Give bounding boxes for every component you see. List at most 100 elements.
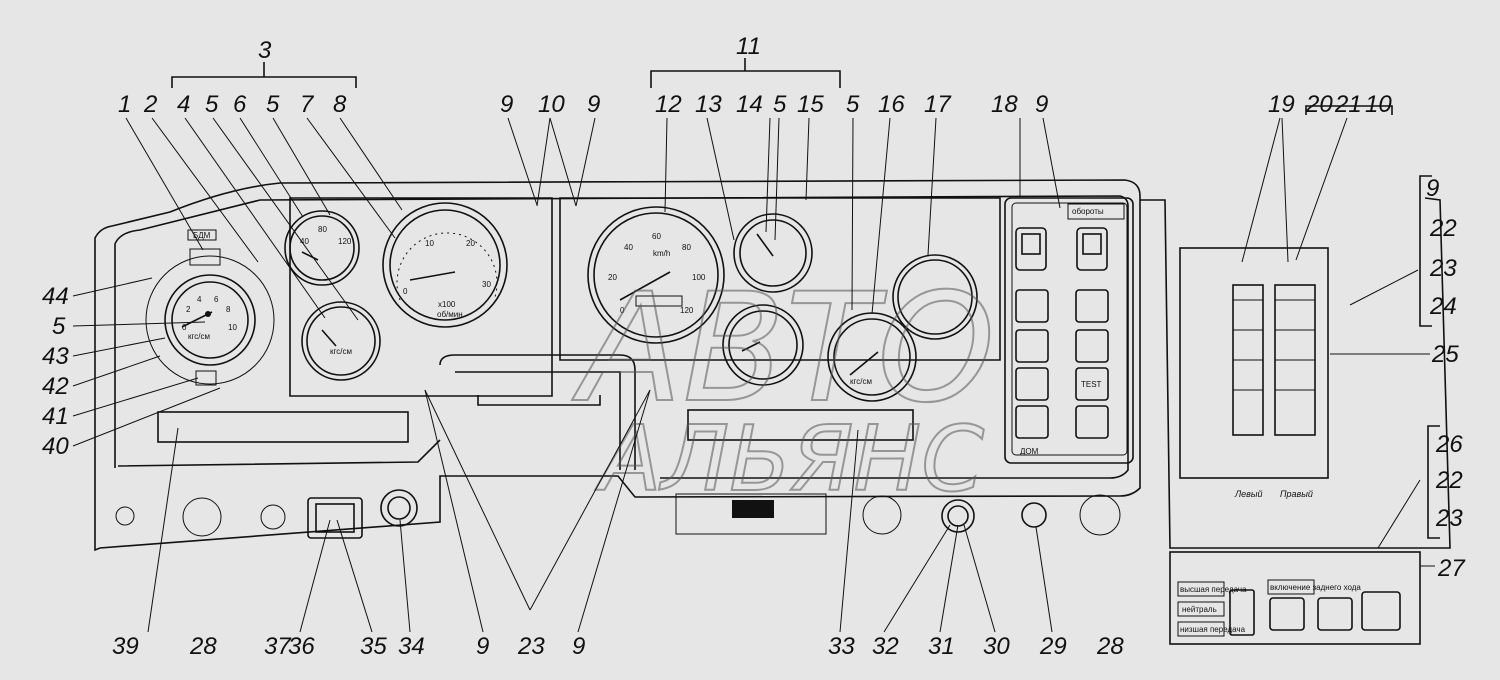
panel-outline	[94, 179, 1451, 645]
speed-tick-0: 0	[620, 306, 625, 315]
callout-bottom-9a: 9	[476, 633, 489, 660]
callout-right-9: 9	[1426, 175, 1439, 202]
fuse-blocks: Левый Правый	[1232, 284, 1316, 499]
callout-right-27: 27	[1437, 555, 1466, 582]
callout-bottom-33: 33	[828, 633, 855, 660]
callouts-bottom: 39 28 37 36 35 34 9 23 9 33 32 31 30 29 …	[112, 633, 1124, 660]
press-tick-8: 8	[226, 305, 231, 314]
speed-tick-40: 40	[624, 243, 633, 252]
callout-bottom-30: 30	[983, 633, 1010, 660]
main-pressure-gauge: кгс/см 0 2 4 6 8 10 БДМ	[145, 229, 275, 386]
callout-top-1: 1	[118, 91, 131, 118]
callout-top-5a: 5	[205, 91, 219, 118]
callout-top-9b: 9	[587, 91, 600, 118]
tacho-unit-bottom: об/мин	[437, 310, 463, 319]
callout-top-5b: 5	[266, 91, 280, 118]
callout-right-24: 24	[1429, 293, 1457, 320]
callout-top-14: 14	[736, 91, 763, 118]
gear-high-label: высшая передача	[1180, 585, 1247, 594]
callout-left-44: 44	[42, 283, 69, 310]
dom-panel-buttons: TEST обороты ДОМ	[1015, 203, 1125, 456]
callout-left-43: 43	[42, 343, 69, 370]
callout-left-5: 5	[52, 313, 66, 340]
press-tick-4: 4	[197, 295, 202, 304]
press-tick-2: 2	[186, 305, 191, 314]
speedometer: km/h 0 20 40 60 80 100 120	[587, 206, 725, 344]
callout-bottom-28b: 28	[1096, 633, 1124, 660]
tacho-tick-10: 10	[425, 239, 434, 248]
reverse-label: включение заднего хода	[1270, 583, 1361, 592]
speed-tick-60: 60	[652, 232, 661, 241]
speed-tick-120: 120	[680, 306, 694, 315]
tachometer: x100 об/мин 0 10 20 30	[382, 202, 508, 328]
bdm-label: БДМ	[193, 231, 211, 240]
callout-bottom-32: 32	[872, 633, 899, 660]
callout-top-21: 21	[1334, 91, 1362, 118]
callout-top-19: 19	[1268, 91, 1295, 118]
callout-right-26: 26	[1435, 431, 1463, 458]
callouts-group-top: 3 11	[258, 33, 761, 64]
callout-top-10b: 10	[1365, 91, 1392, 118]
callout-11: 11	[736, 33, 761, 60]
callouts-top: 1 2 4 5 6 5 7 8 9 10 9 12 13 14 5 15 5 1…	[118, 91, 1392, 118]
callout-right-25: 25	[1431, 341, 1459, 368]
callout-3: 3	[258, 37, 272, 64]
callout-top-9a: 9	[500, 91, 513, 118]
temp-tick-80: 80	[318, 225, 327, 234]
temperature-gauge: 40 80 120	[284, 210, 360, 286]
callout-top-2: 2	[143, 91, 157, 118]
fuse-left-label: Левый	[1234, 489, 1263, 499]
oboroty-label: обороты	[1072, 207, 1104, 216]
callout-bottom-28a: 28	[189, 633, 217, 660]
gear-panel: высшая передача нейтраль низшая передача…	[1177, 579, 1401, 637]
callout-top-8: 8	[333, 91, 347, 118]
callout-bottom-9b: 9	[572, 633, 585, 660]
watermark: АВТО АЛЬЯНС	[571, 261, 996, 513]
callout-top-18: 18	[991, 91, 1018, 118]
callout-bottom-23: 23	[517, 633, 545, 660]
callout-bottom-35: 35	[360, 633, 387, 660]
oil-unit: кгс/см	[330, 347, 352, 356]
empty-gauge-socket	[892, 254, 978, 340]
callout-top-5d: 5	[846, 91, 860, 118]
speed-tick-20: 20	[608, 273, 617, 282]
bottom-switches	[307, 489, 1047, 539]
gear-neutral-label: нейтраль	[1182, 605, 1217, 614]
watermark-line2: АЛЬЯНС	[595, 407, 984, 512]
callout-top-12: 12	[655, 91, 682, 118]
speed-tick-100: 100	[692, 273, 706, 282]
dom-label: ДОМ	[1020, 447, 1039, 456]
callout-right-23b: 23	[1435, 505, 1463, 532]
callout-bottom-39: 39	[112, 633, 139, 660]
callout-top-4: 4	[177, 91, 190, 118]
voltmeter	[722, 304, 804, 386]
callout-top-5c: 5	[773, 91, 787, 118]
group-brackets	[171, 58, 1440, 539]
tacho-unit-top: x100	[438, 300, 456, 309]
callout-bottom-37: 37	[264, 633, 292, 660]
callout-right-23a: 23	[1429, 255, 1457, 282]
callout-top-15: 15	[797, 91, 824, 118]
gear-low-label: низшая передача	[1180, 625, 1246, 634]
callout-bottom-29: 29	[1039, 633, 1067, 660]
fuse-right-label: Правый	[1280, 489, 1313, 499]
callout-top-20: 20	[1305, 91, 1333, 118]
callout-left-42: 42	[42, 373, 69, 400]
oil-pressure-gauge: кгс/см	[301, 301, 381, 381]
callout-top-9c: 9	[1035, 91, 1048, 118]
press-tick-6: 6	[214, 295, 219, 304]
press-unit: кгс/см	[188, 332, 210, 341]
callout-top-16: 16	[878, 91, 905, 118]
press-tick-10: 10	[228, 323, 237, 332]
callout-right-22a: 22	[1429, 215, 1457, 242]
air-unit: кгс/см	[850, 377, 872, 386]
callout-left-41: 41	[42, 403, 69, 430]
callout-top-17: 17	[924, 91, 952, 118]
callout-bottom-36: 36	[288, 633, 315, 660]
test-button-label: TEST	[1081, 380, 1102, 389]
callouts-left: 44 5 43 42 41 40	[42, 283, 69, 460]
speed-unit: km/h	[653, 249, 670, 258]
callout-top-7: 7	[300, 91, 315, 118]
